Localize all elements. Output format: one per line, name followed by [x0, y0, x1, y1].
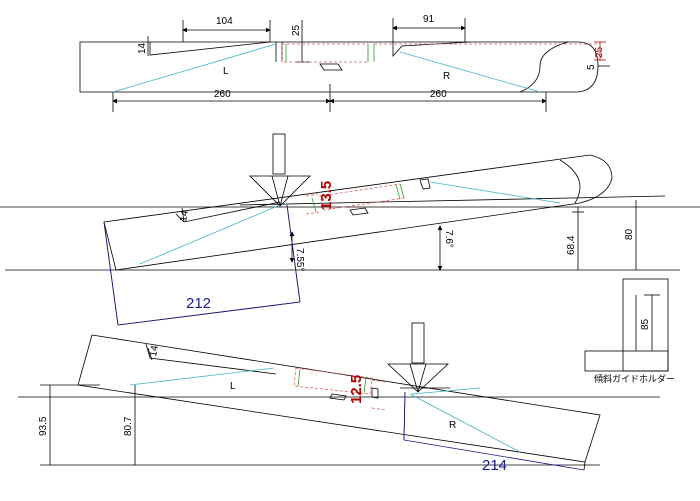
top-dim-25-left: 25 — [291, 24, 302, 36]
top-dim-260-left: 260 — [214, 89, 231, 100]
bottom-view — [18, 322, 660, 471]
top-left-notch — [149, 41, 271, 56]
top-view — [79, 18, 610, 112]
middle-dim-14: 14 — [178, 209, 191, 222]
bottom-press-shaft — [411, 322, 425, 364]
bottom-press-head — [386, 363, 450, 393]
holder-label: 傾斜ガイドホルダー — [594, 373, 675, 385]
top-dim-25-right: 25 — [594, 46, 605, 58]
middle-cut-height: 13.5 — [318, 181, 335, 210]
top-label-R: R — [443, 71, 450, 82]
top-board-curve — [519, 41, 569, 93]
bottom-dim-93-5: 93.5 — [38, 416, 49, 436]
bottom-dim-14: 14 — [148, 344, 161, 357]
middle-press-shaft — [272, 133, 286, 175]
bottom-dim-80-7: 80.7 — [123, 416, 134, 436]
top-small-slot — [319, 63, 343, 71]
middle-press-head — [249, 175, 311, 207]
top-dim-91: 91 — [423, 14, 435, 25]
top-dim-104: 104 — [216, 16, 233, 27]
top-label-L: L — [223, 66, 229, 77]
bottom-label-R: R — [449, 420, 456, 431]
middle-angle-7-55: 7.55° — [294, 248, 305, 271]
top-dim-260-right: 260 — [430, 89, 447, 100]
top-dim-14: 14 — [137, 42, 148, 54]
middle-dim-80: 80 — [624, 228, 635, 240]
bottom-dim-214: 214 — [482, 457, 507, 474]
top-board-outline — [79, 41, 599, 93]
top-view-colored — [112, 41, 606, 93]
bottom-cut-height: 12.5 — [348, 375, 365, 404]
middle-angle-7-6: 7.6° — [443, 230, 454, 248]
middle-board-outline — [103, 154, 613, 271]
middle-dim-68-4: 68.4 — [566, 235, 577, 255]
bottom-view-colored — [129, 367, 585, 471]
bottom-label-L: L — [230, 381, 236, 392]
guide-holder — [584, 278, 669, 372]
top-dim-5: 5 — [586, 64, 597, 70]
middle-dim-212: 212 — [186, 295, 211, 312]
middle-view-colored — [103, 181, 561, 326]
holder-dim-85: 85 — [640, 318, 651, 330]
